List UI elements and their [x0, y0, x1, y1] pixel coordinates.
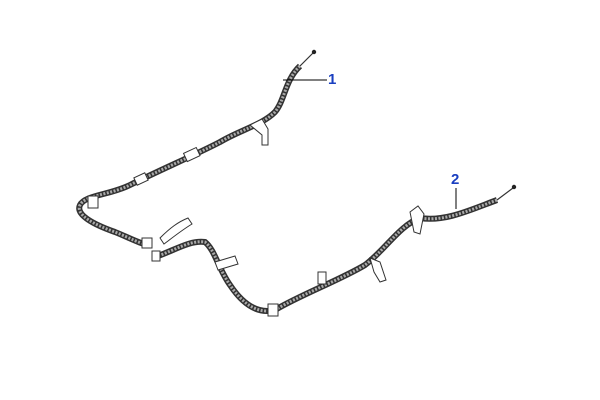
cable-1[interactable] [76, 49, 317, 249]
cable-2[interactable] [151, 184, 517, 317]
callout-1[interactable]: 1 [328, 71, 337, 88]
callout-2[interactable]: 2 [451, 171, 460, 188]
